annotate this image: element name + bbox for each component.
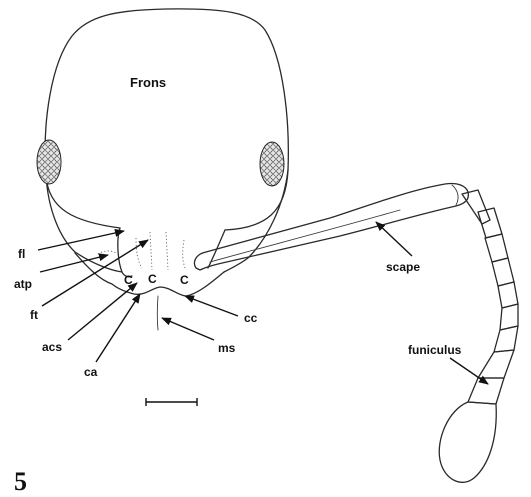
antennal-socket-left bbox=[136, 238, 142, 268]
arrow-atp bbox=[40, 255, 108, 272]
eye-left bbox=[37, 140, 61, 184]
label-ca: ca bbox=[84, 365, 98, 379]
eye-right bbox=[260, 142, 284, 186]
label-funiculus: funiculus bbox=[408, 343, 462, 357]
label-frons: Frons bbox=[130, 75, 166, 90]
head-capsule bbox=[45, 9, 288, 230]
figure-number: 5 bbox=[14, 467, 27, 496]
lateral-head-lower-right bbox=[224, 170, 288, 272]
label-acs: acs bbox=[42, 340, 62, 354]
arrow-acs bbox=[68, 283, 137, 340]
scale-bar bbox=[146, 398, 197, 406]
scape-apex bbox=[452, 185, 458, 205]
frontal-lobe-left bbox=[118, 228, 132, 277]
label-cc: cc bbox=[244, 311, 258, 325]
median-seta bbox=[157, 296, 158, 330]
label-ms: ms bbox=[218, 341, 236, 355]
frontal-triangle-line bbox=[150, 232, 152, 270]
arrow-cc bbox=[185, 296, 238, 316]
antennal-socket-right bbox=[183, 240, 186, 270]
label-scape: scape bbox=[386, 260, 420, 274]
scape-inner-line bbox=[210, 210, 400, 262]
antenna-scape bbox=[194, 183, 468, 270]
label-fl: fl bbox=[18, 247, 25, 261]
frontal-triangle-line-2 bbox=[166, 232, 168, 270]
label-c1: C bbox=[124, 273, 133, 287]
label-atp: atp bbox=[14, 277, 32, 291]
anterior-tentorial-pit bbox=[98, 251, 118, 254]
arrow-ms bbox=[162, 318, 214, 340]
arrow-scape bbox=[376, 222, 412, 256]
antenna-funiculus bbox=[439, 190, 518, 482]
label-ft: ft bbox=[30, 308, 38, 322]
label-c3: C bbox=[180, 273, 189, 287]
arrow-ca bbox=[96, 294, 140, 362]
arrow-fl bbox=[38, 231, 124, 250]
label-c2: C bbox=[148, 272, 157, 286]
lateral-head-lower-left bbox=[46, 175, 122, 272]
